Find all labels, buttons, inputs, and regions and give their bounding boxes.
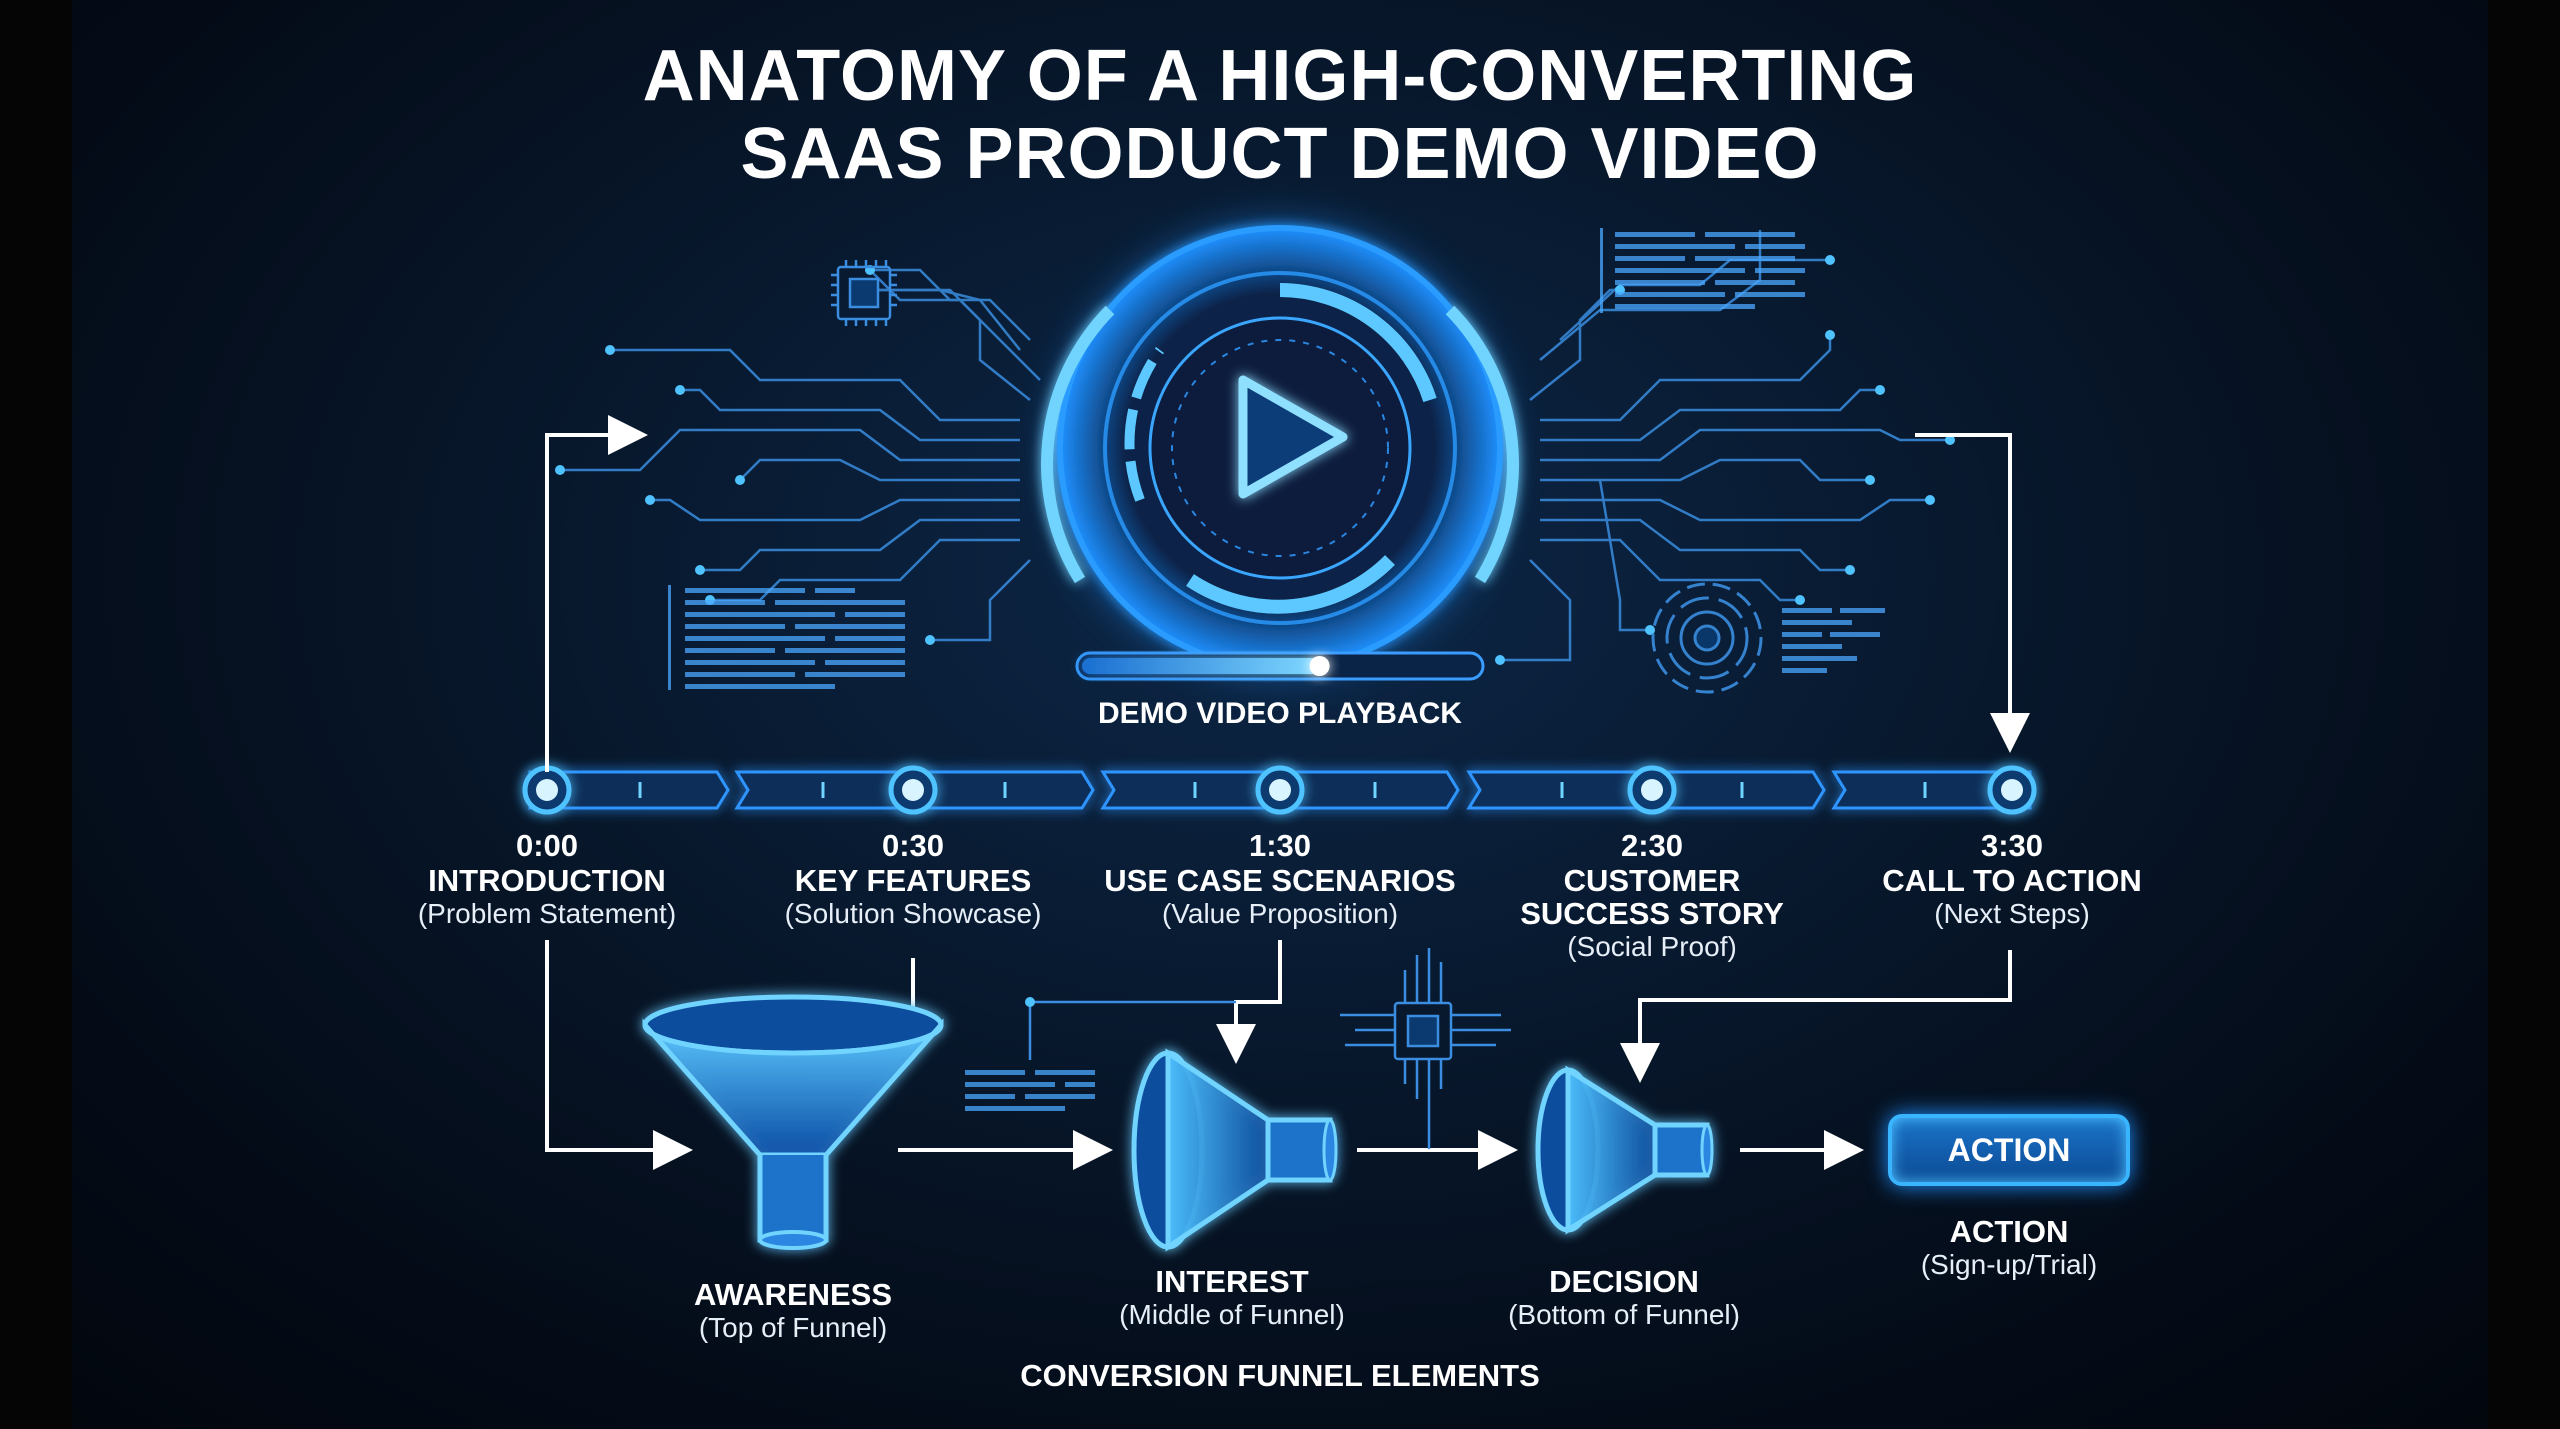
stage-name-line-2: SUCCESS STORY: [1520, 896, 1784, 931]
stage-name: KEY FEATURES: [794, 863, 1032, 898]
funnel-stage-subtitle: (Sign-up/Trial): [1920, 1249, 2098, 1280]
funnel-stage-name: ACTION: [1949, 1214, 2069, 1249]
action-button[interactable]: ACTION: [1888, 1114, 2130, 1186]
stage-name: CUSTOMER: [1563, 863, 1741, 898]
funnel-stage-interest: INTEREST (Middle of Funnel): [1032, 1265, 1432, 1331]
funnel-stage-name: AWARENESS: [693, 1277, 893, 1312]
timeline-stage-call-to-action: 3:30 CALL TO ACTION (Next Steps): [1812, 828, 2212, 930]
funnel-icon: [642, 994, 944, 1250]
data-lines-left: [668, 585, 905, 690]
funnel-stage-subtitle: (Top of Funnel): [698, 1312, 888, 1343]
timeline-node: [1627, 765, 1677, 815]
circuit-funnel-link: [1028, 1000, 1236, 1060]
left-letterbox: [0, 0, 72, 1429]
timeline-ticks: [638, 782, 1927, 798]
funnel-icon: [1131, 1048, 1338, 1252]
stage-name: USE CASE SCENARIOS: [1104, 863, 1456, 898]
circuit-left: [560, 268, 1041, 642]
microchip-icon: [1340, 948, 1511, 1149]
timestamp: 0:30: [881, 828, 945, 863]
timeline-node: [1255, 765, 1305, 815]
stage-subtitle: (Problem Statement): [417, 898, 677, 929]
page-title-line-1: ANATOMY OF A HIGH-CONVERTING: [642, 36, 1918, 116]
funnel-stage-name: INTEREST: [1155, 1264, 1309, 1299]
timeline-stage-key-features: 0:30 KEY FEATURES (Solution Showcase): [713, 828, 1113, 930]
circuit-right: [1500, 230, 1950, 662]
funnel-section-title: CONVERSION FUNNEL ELEMENTS: [1020, 1358, 1540, 1393]
playback-progress-bar: [1075, 651, 1485, 681]
funnel-stage-action: ACTION (Sign-up/Trial): [1809, 1215, 2209, 1281]
stage-subtitle: (Next Steps): [1934, 898, 2090, 929]
right-letterbox: [2488, 0, 2560, 1429]
player-caption: DEMO VIDEO PLAYBACK: [1098, 697, 1462, 730]
data-lines-right-top: [1600, 228, 1805, 313]
timeline-node: [1987, 765, 2037, 815]
stage-name: CALL TO ACTION: [1882, 863, 2142, 898]
page-title-line-2: SAAS PRODUCT DEMO VIDEO: [740, 114, 1820, 194]
timestamp: 1:30: [1248, 828, 1312, 863]
timestamp: 2:30: [1620, 828, 1684, 863]
stage-subtitle: (Value Proposition): [1161, 898, 1399, 929]
play-icon: [1238, 375, 1348, 499]
funnel-stage-decision: DECISION (Bottom of Funnel): [1424, 1265, 1824, 1331]
stage-name: INTRODUCTION: [428, 863, 666, 898]
microchip-icon: [831, 260, 897, 326]
timeline-stage-customer-success: 2:30 CUSTOMER SUCCESS STORY (Social Proo…: [1452, 828, 1852, 963]
circuit-right-nodes: [1495, 255, 1955, 665]
timeline-node: [522, 765, 572, 815]
funnel-stage-subtitle: (Middle of Funnel): [1119, 1299, 1345, 1330]
timestamp: 0:00: [515, 828, 579, 863]
timeline-node: [888, 765, 938, 815]
data-lines-right-bottom: [1782, 608, 1885, 673]
funnel-stage-awareness: AWARENESS (Top of Funnel): [593, 1278, 993, 1344]
funnel-icon: [1535, 1065, 1714, 1235]
stage-subtitle: (Social Proof): [1567, 931, 1737, 962]
stage-subtitle: (Solution Showcase): [784, 898, 1042, 929]
data-lines-funnel: [965, 1070, 1095, 1111]
timeline-stage-use-case: 1:30 USE CASE SCENARIOS (Value Propositi…: [1080, 828, 1480, 930]
timeline-stage-introduction: 0:00 INTRODUCTION (Problem Statement): [347, 828, 747, 930]
gear-icon: [1651, 582, 1763, 694]
funnel-stage-subtitle: (Bottom of Funnel): [1508, 1299, 1740, 1330]
timestamp: 3:30: [1980, 828, 2044, 863]
timeline-nodes: [522, 765, 2037, 815]
funnel-stage-name: DECISION: [1549, 1264, 1699, 1299]
